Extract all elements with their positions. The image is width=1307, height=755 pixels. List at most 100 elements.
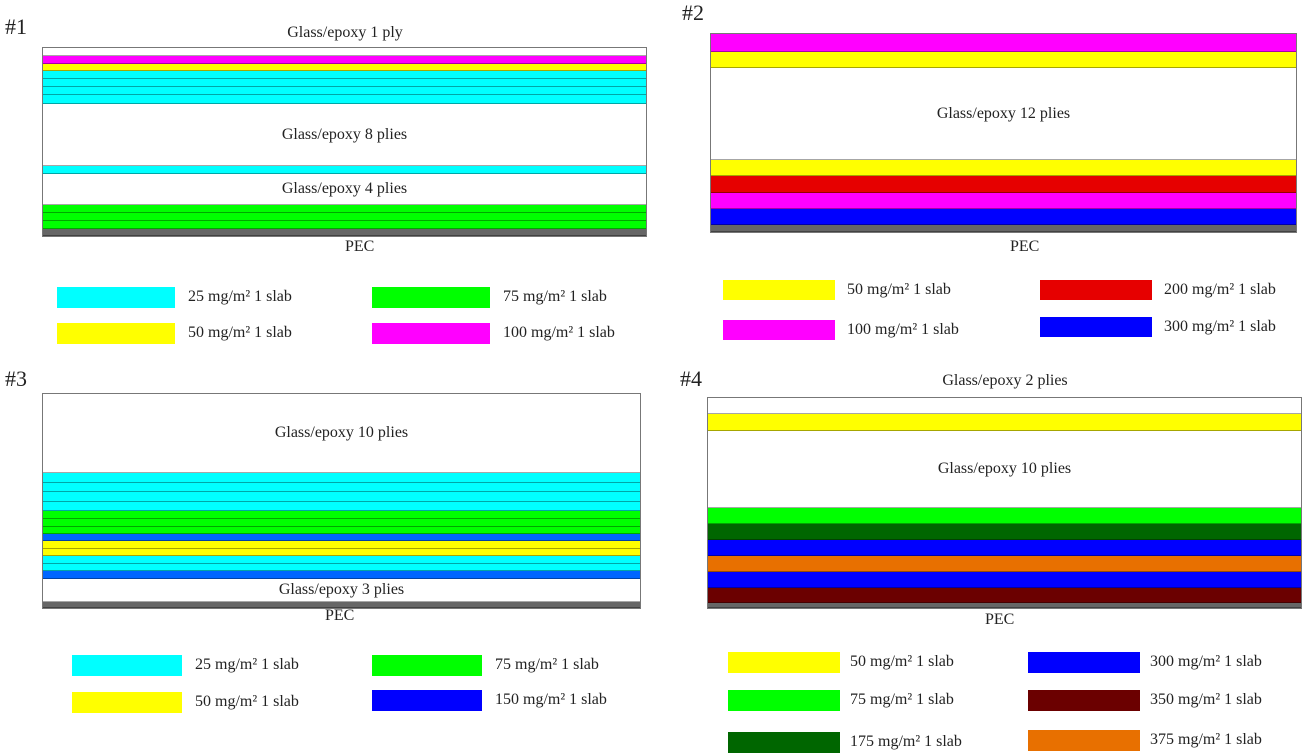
absorber-slab-layer [43, 71, 646, 79]
layer-label: Glass/epoxy 10 plies [937, 460, 1072, 477]
absorber-slab-layer [43, 221, 646, 229]
top-layer-label: Glass/epoxy 1 ply [287, 24, 403, 41]
legend-swatch [57, 323, 175, 344]
pec-label: PEC [1010, 238, 1040, 255]
glass-epoxy-layer: Glass/epoxy 3 plies [43, 579, 640, 602]
legend-label: 25 mg/m² 1 slab [188, 288, 292, 305]
layer-stack: Glass/epoxy 10 plies [707, 397, 1302, 609]
legend-swatch [1040, 280, 1152, 300]
glass-epoxy-layer [43, 48, 646, 56]
pec-ground-layer [43, 602, 640, 608]
legend-swatch [372, 655, 482, 676]
absorber-slab-layer [708, 572, 1301, 588]
legend-label: 350 mg/m² 1 slab [1150, 691, 1262, 708]
absorber-slab-layer [43, 534, 640, 541]
legend-label: 50 mg/m² 1 slab [850, 653, 954, 670]
absorber-slab-layer [711, 209, 1296, 225]
legend-label: 50 mg/m² 1 slab [847, 281, 951, 298]
absorber-slab-layer [43, 483, 640, 492]
legend-label: 100 mg/m² 1 slab [503, 324, 615, 341]
legend-label: 75 mg/m² 1 slab [495, 656, 599, 673]
layer-label: Glass/epoxy 3 plies [278, 581, 405, 598]
legend-label: 50 mg/m² 1 slab [188, 324, 292, 341]
legend-swatch [728, 732, 840, 753]
absorber-slab-layer [711, 160, 1296, 176]
legend-swatch [723, 280, 835, 300]
legend-swatch [57, 287, 175, 308]
pec-label: PEC [345, 238, 375, 255]
absorber-slab-layer [43, 527, 640, 534]
top-layer-label: Glass/epoxy 2 plies [942, 372, 1068, 389]
absorber-slab-layer [43, 64, 646, 71]
glass-epoxy-layer: Glass/epoxy 10 plies [43, 394, 640, 473]
pec-label: PEC [325, 607, 355, 624]
absorber-slab-layer [708, 508, 1301, 524]
absorber-slab-layer [43, 564, 640, 571]
legend-label: 75 mg/m² 1 slab [850, 691, 954, 708]
legend-label: 200 mg/m² 1 slab [1164, 281, 1276, 298]
absorber-slab-layer [711, 176, 1296, 193]
legend-label: 25 mg/m² 1 slab [195, 656, 299, 673]
absorber-slab-layer [711, 52, 1296, 68]
absorber-slab-layer [43, 502, 640, 511]
legend-swatch [723, 320, 835, 340]
layer-label: Glass/epoxy 12 plies [936, 104, 1071, 122]
pec-label: PEC [985, 611, 1015, 628]
absorber-slab-layer [43, 492, 640, 502]
absorber-slab-layer [43, 56, 646, 64]
layer-label: Glass/epoxy 10 plies [274, 424, 409, 441]
absorber-slab-layer [711, 193, 1296, 209]
pec-ground-layer [43, 229, 646, 236]
layer-label: Glass/epoxy 4 plies [281, 180, 408, 197]
legend-swatch [1040, 317, 1152, 337]
panel-id-label: #4 [680, 366, 702, 391]
absorber-slab-layer [43, 541, 640, 549]
legend-swatch [372, 690, 482, 711]
absorber-slab-layer [43, 205, 646, 213]
legend-swatch [1028, 652, 1140, 673]
glass-epoxy-layer: Glass/epoxy 10 plies [708, 431, 1301, 508]
legend-label: 300 mg/m² 1 slab [1164, 318, 1276, 335]
absorber-slab-layer [43, 511, 640, 519]
absorber-slab-layer [43, 549, 640, 556]
glass-epoxy-layer: Glass/epoxy 8 plies [43, 104, 646, 166]
glass-epoxy-layer: Glass/epoxy 12 plies [711, 68, 1296, 160]
absorber-slab-layer [708, 540, 1301, 556]
pec-ground-layer [711, 225, 1296, 232]
glass-epoxy-layer [708, 398, 1301, 414]
pec-ground-layer [708, 603, 1301, 608]
absorber-slab-layer [43, 571, 640, 579]
absorber-slab-layer [43, 213, 646, 221]
legend-label: 100 mg/m² 1 slab [847, 321, 959, 338]
layer-stack: Glass/epoxy 12 plies [710, 33, 1297, 233]
absorber-slab-layer [708, 588, 1301, 603]
absorber-slab-layer [43, 87, 646, 95]
glass-epoxy-layer: Glass/epoxy 4 plies [43, 174, 646, 205]
legend-label: 75 mg/m² 1 slab [503, 288, 607, 305]
absorber-slab-layer [43, 519, 640, 527]
absorber-slab-layer [708, 414, 1301, 431]
legend-label: 175 mg/m² 1 slab [850, 733, 962, 750]
absorber-slab-layer [708, 556, 1301, 572]
absorber-slab-layer [43, 473, 640, 483]
legend-label: 375 mg/m² 1 slab [1150, 731, 1262, 748]
panel-id-label: #1 [5, 14, 27, 39]
legend-label: 150 mg/m² 1 slab [495, 691, 607, 708]
absorber-slab-layer [43, 95, 646, 104]
legend-swatch [372, 323, 490, 344]
absorber-slab-layer [708, 524, 1301, 540]
legend-swatch [72, 692, 182, 713]
absorber-slab-layer [43, 166, 646, 174]
legend-swatch [372, 287, 490, 308]
absorber-slab-layer [43, 556, 640, 564]
absorber-slab-layer [43, 79, 646, 87]
legend-label: 300 mg/m² 1 slab [1150, 653, 1262, 670]
legend-swatch [1028, 690, 1140, 711]
legend-label: 50 mg/m² 1 slab [195, 693, 299, 710]
legend-swatch [72, 655, 182, 676]
absorber-slab-layer [711, 34, 1296, 52]
layer-label: Glass/epoxy 8 plies [281, 125, 408, 143]
